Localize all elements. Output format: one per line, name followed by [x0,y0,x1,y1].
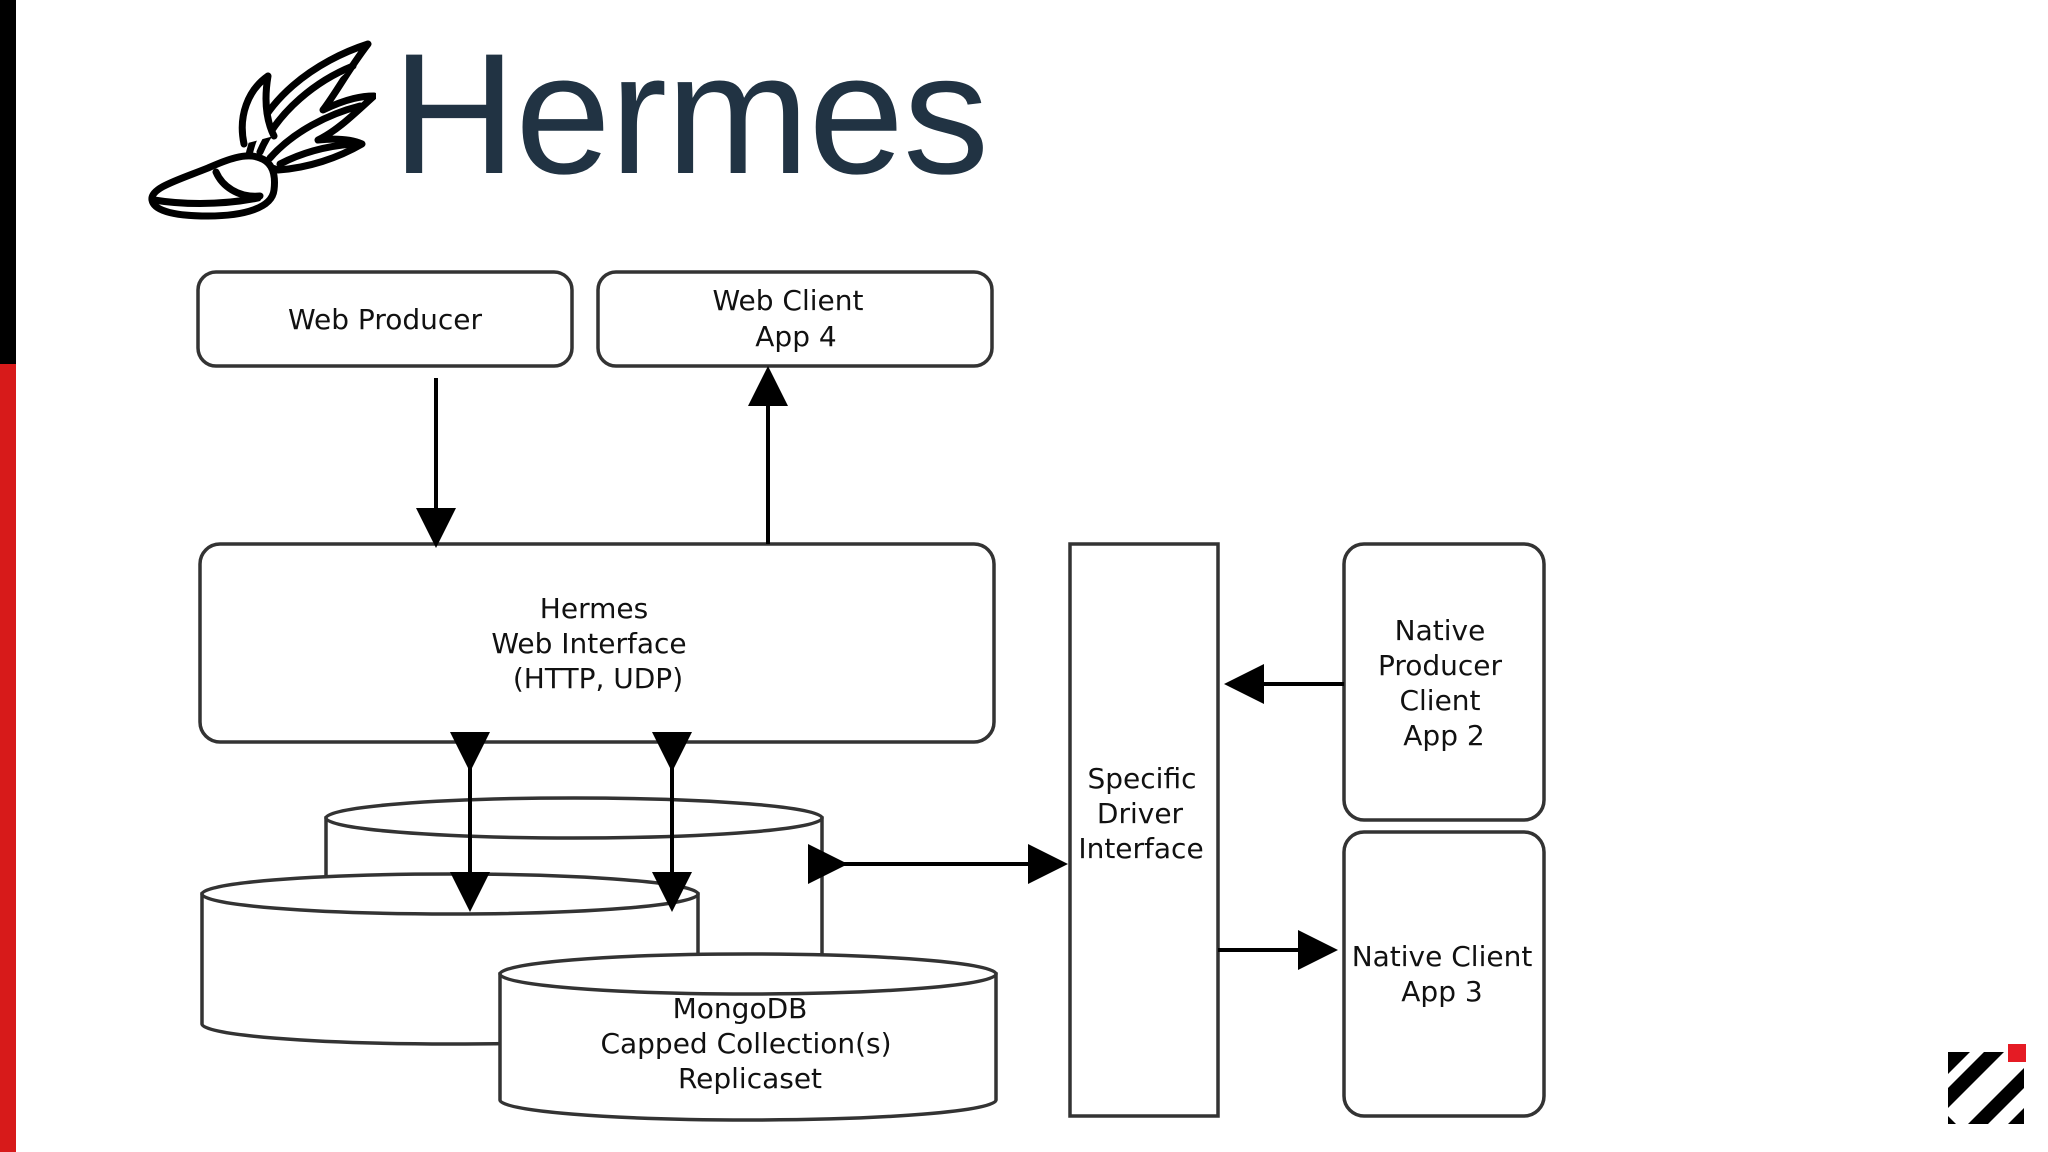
web-client-box: Web Client App 4 [596,270,994,368]
hermes-web-label-line2: Web Interface [491,627,686,660]
web-client-label-line2: App 4 [755,320,836,353]
web-client-label-line1: Web Client [712,284,863,317]
page-title: Hermes [392,18,989,210]
native-client-box: Native Client App 3 [1342,830,1546,1118]
side-bar-black [0,0,16,364]
driver-label-line3: Interface [1078,832,1203,865]
mongodb-label-line2: Capped Collection(s) [600,1027,891,1060]
native-client-line2: App 3 [1401,975,1482,1008]
driver-label-line2: Driver [1097,797,1184,830]
hermes-web-label-line3: (HTTP, UDP) [513,662,683,695]
mongodb-cylinder-front: MongoDB Capped Collection(s) Replicaset [498,952,998,1122]
hermes-web-label-line1: Hermes [540,592,648,625]
web-producer-label: Web Producer [288,303,483,336]
web-producer-box: Web Producer [196,270,574,368]
native-producer-line3: Client [1399,684,1480,717]
company-logo-icon [1944,1044,2028,1128]
native-client-line1: Native Client [1352,940,1533,973]
driver-interface-box: Specific Driver Interface [1068,542,1220,1118]
native-producer-line2: Producer [1378,649,1503,682]
mongodb-label-line3: Replicaset [678,1062,822,1095]
side-bar-red [0,364,16,1152]
winged-shoe-icon [148,40,376,220]
driver-label-line1: Specific [1088,762,1197,795]
native-producer-line1: Native [1395,614,1486,647]
native-producer-box: Native Producer Client App 2 [1342,542,1546,822]
mongodb-label-line1: MongoDB [673,992,808,1025]
hermes-web-interface-box: Hermes Web Interface (HTTP, UDP) [198,542,996,744]
native-producer-line4: App 2 [1403,719,1484,752]
